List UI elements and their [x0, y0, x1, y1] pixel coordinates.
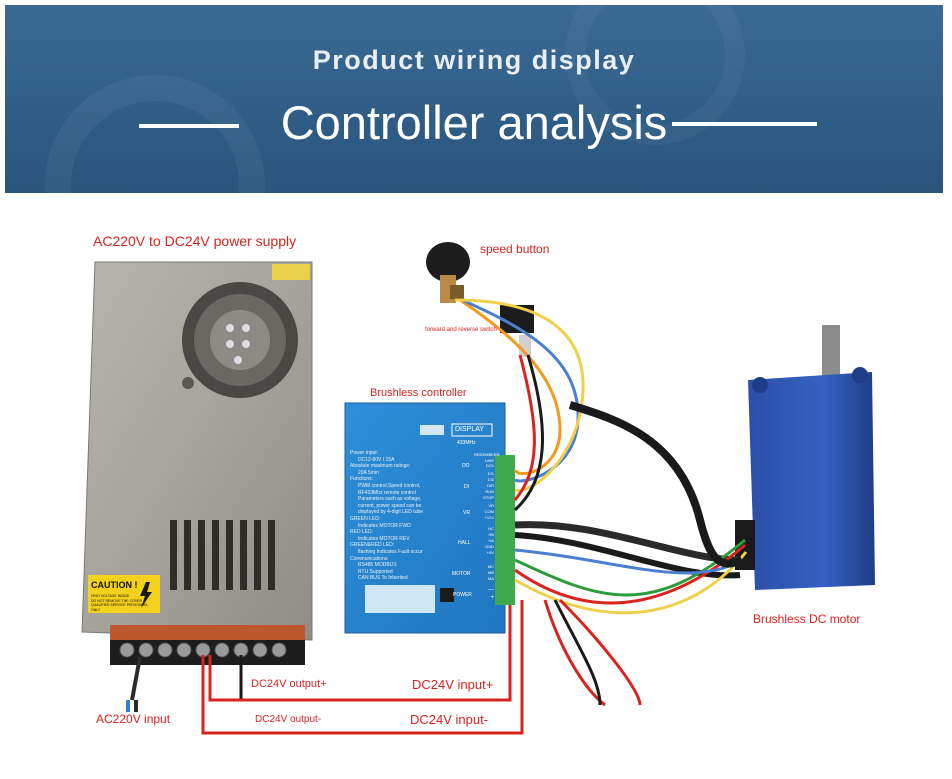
speed-knob — [426, 242, 470, 303]
pin-label: DI1 — [487, 471, 494, 476]
group-power: POWER — [453, 592, 472, 598]
function-line: current, power speed can be — [358, 502, 422, 509]
pin-label: REDEMBEER — [474, 452, 500, 457]
pin-label: DO1 — [485, 463, 494, 468]
group-motor: MOTOR — [452, 571, 471, 577]
pin-label: HA — [488, 538, 494, 543]
speed-button-label: speed button — [480, 242, 550, 256]
pin-label: DIR — [487, 483, 494, 488]
comms-line: RS485 MODBUS — [358, 562, 397, 569]
title-left-dash — [139, 124, 239, 128]
header-subtitle: Product wiring display — [312, 45, 636, 75]
brushless-controller — [344, 402, 515, 634]
pins-di: DI1 DI2 DIR RUN STOP — [474, 471, 494, 501]
caution-line: QUALIFIED SERVICE PERSONNEL ONLY — [91, 603, 149, 612]
controller-freq: 433MHz — [457, 440, 476, 446]
pin-label: +12V — [484, 515, 494, 520]
comms-label: Communications: — [350, 555, 389, 562]
pin-label: COM — [484, 509, 494, 514]
controller-label: Brushless controller — [370, 387, 467, 399]
dc-output-minus-label: DC24V output- — [255, 714, 322, 725]
group-hall: HALL — [458, 540, 471, 546]
pin-label: DI2 — [487, 477, 494, 482]
caution-subtext: HIGH VOLTAGE INSIDE DO NOT REMOVE THE CO… — [91, 594, 157, 612]
controller-spec-text: Power Input: DC12-60V / 15A Absolute max… — [350, 450, 460, 582]
function-line: Parameters such as voltage, — [358, 496, 422, 503]
greenred-led-desc: flashing Indicates Fault occur — [358, 548, 423, 555]
group-vr: VR — [463, 510, 470, 516]
header-banner: Product wiring display Controller analys… — [5, 5, 943, 193]
function-line: RF433Mhz remote control — [358, 489, 416, 496]
header-title: Controller analysis — [280, 96, 668, 149]
group-di: DI — [464, 484, 469, 490]
pin-label: HC — [488, 526, 494, 531]
pin-label: HB — [488, 532, 494, 537]
pin-label: VR — [488, 503, 494, 508]
power-supply — [81, 261, 313, 665]
dc-output-plus-label: DC24V output+ — [251, 678, 327, 690]
power-input-label: Power Input: — [350, 450, 379, 456]
function-line: displayed by 4-digit LED tube — [358, 509, 424, 516]
pins-vr: VR COM +12V — [474, 503, 494, 521]
abs-max-label: Absolute maximum ratings: — [350, 463, 411, 470]
abs-max-value: 20A 5min — [358, 469, 379, 476]
pin-label: RUN — [485, 489, 494, 494]
red-led-desc: Indicates MOTOR REV — [358, 535, 410, 542]
pin-label: MB — [488, 570, 494, 575]
function-line: PWM control,Speed control, — [358, 482, 421, 489]
pin-label: STOP — [483, 495, 494, 500]
ac-input-label: AC220V input — [96, 712, 171, 726]
pin-label: +5V — [486, 550, 494, 555]
pins-hall: HC HB HA GND +5V — [474, 526, 494, 556]
caution-line: HIGH VOLTAGE INSIDE — [91, 594, 130, 598]
pin-label: LINE — [485, 457, 494, 463]
pin-label: + — [490, 595, 494, 601]
power-supply-label: AC220V to DC24V power supply — [93, 233, 297, 249]
functions-label: Functions: — [350, 476, 374, 483]
caution-line: DO NOT REMOVE THE COVER — [91, 598, 143, 603]
title-right-dash — [672, 122, 817, 126]
fr-switch-label: forward and reverse switch — [425, 327, 497, 333]
pin-label: MC — [487, 564, 494, 569]
pins-motor: MC MB MA — [474, 564, 494, 582]
brushless-dc-motor — [735, 325, 875, 590]
controller-display-label: DISPLAY — [455, 426, 485, 433]
dc-input-minus-label: DC24V input- — [410, 712, 489, 727]
group-do: DO — [462, 463, 470, 469]
comms-line: RTU Supported — [358, 568, 393, 575]
green-led-label: GREEN LED: — [350, 515, 381, 522]
green-led-desc: Indicates MOTOR FWD — [358, 522, 411, 529]
signal-wires — [454, 298, 748, 707]
red-led-label: RED LED: — [350, 529, 374, 536]
dc-output-wires — [201, 600, 524, 735]
pins-do: REDEMBEER LINE DO1 — [474, 452, 500, 469]
dc-input-plus-label: DC24V input+ — [412, 677, 494, 692]
caution-title: CAUTION ! — [91, 580, 138, 590]
power-input-value: DC12-60V / 15A — [358, 456, 395, 463]
pin-label: MA — [488, 576, 494, 581]
motor-label: Brushless DC motor — [753, 612, 861, 626]
pin-label: GND — [485, 544, 494, 549]
greenred-led-label: GREEN&RED LED: — [350, 542, 395, 549]
pins-power: — + — [474, 586, 494, 602]
pin-label: — — [488, 587, 494, 593]
comms-line: CAN BUS To Inherited — [358, 575, 408, 582]
ac-input-cable — [126, 656, 142, 712]
forward-reverse-switch — [500, 305, 534, 357]
